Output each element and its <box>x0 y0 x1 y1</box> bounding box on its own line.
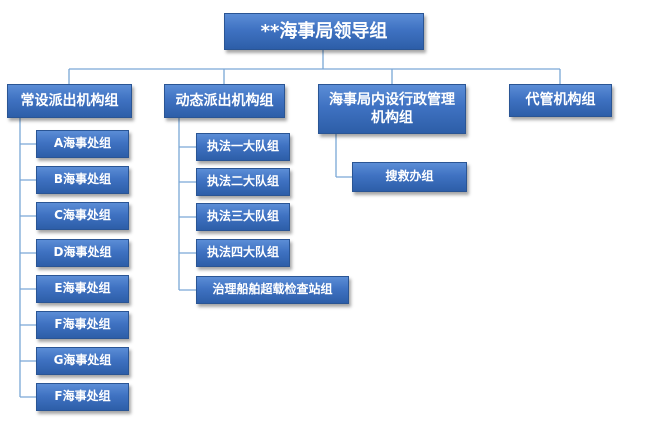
child-label: 搜救办组 <box>385 169 434 184</box>
category-label-3: 海事局内设行政管理机构组 <box>329 91 455 126</box>
connector-cat3 <box>335 134 352 178</box>
child-label: F海事处组 <box>54 317 111 332</box>
child-label: 执法四大队组 <box>206 245 279 260</box>
child-label: D海事处组 <box>53 245 112 260</box>
child-label: 执法一大队组 <box>206 139 279 154</box>
category-label-4: 代管机构组 <box>525 92 596 109</box>
child-label: A海事处组 <box>53 136 112 151</box>
child-node: G海事处组 <box>36 347 129 375</box>
child-label: 治理船舶超载检查站组 <box>212 282 333 297</box>
child-node: B海事处组 <box>36 166 129 194</box>
child-node: 执法三大队组 <box>196 203 290 231</box>
child-node: F海事处组 <box>36 311 129 339</box>
child-label: E海事处组 <box>54 281 111 296</box>
child-node: 执法二大队组 <box>196 168 290 196</box>
child-node: F海事处组 <box>36 383 129 411</box>
category-node-1: 常设派出机构组 <box>7 84 132 118</box>
child-node: D海事处组 <box>36 239 129 267</box>
connector-root <box>68 50 561 84</box>
child-node: 执法一大队组 <box>196 133 290 161</box>
category-node-3: 海事局内设行政管理机构组 <box>318 84 466 134</box>
child-label: B海事处组 <box>53 172 112 187</box>
child-node: A海事处组 <box>36 130 129 158</box>
child-label: 执法三大队组 <box>206 209 279 224</box>
child-label: C海事处组 <box>54 208 111 223</box>
child-label: G海事处组 <box>53 353 112 368</box>
connector-cat1 <box>19 118 36 398</box>
category-label-1: 常设派出机构组 <box>20 92 119 109</box>
root-label: **海事局领导组 <box>260 20 388 42</box>
category-node-4: 代管机构组 <box>509 84 612 117</box>
child-node: C海事处组 <box>36 202 129 230</box>
child-node: 搜救办组 <box>352 162 467 192</box>
child-node: 执法四大队组 <box>196 239 290 267</box>
connector-cat2 <box>178 118 196 291</box>
child-node: 治理船舶超载检查站组 <box>196 276 349 304</box>
child-label: 执法二大队组 <box>206 174 279 189</box>
child-node: E海事处组 <box>36 275 129 303</box>
root-node: **海事局领导组 <box>224 13 424 50</box>
child-label: F海事处组 <box>54 389 111 404</box>
category-label-2: 动态派出机构组 <box>175 92 274 109</box>
category-node-2: 动态派出机构组 <box>164 84 285 118</box>
